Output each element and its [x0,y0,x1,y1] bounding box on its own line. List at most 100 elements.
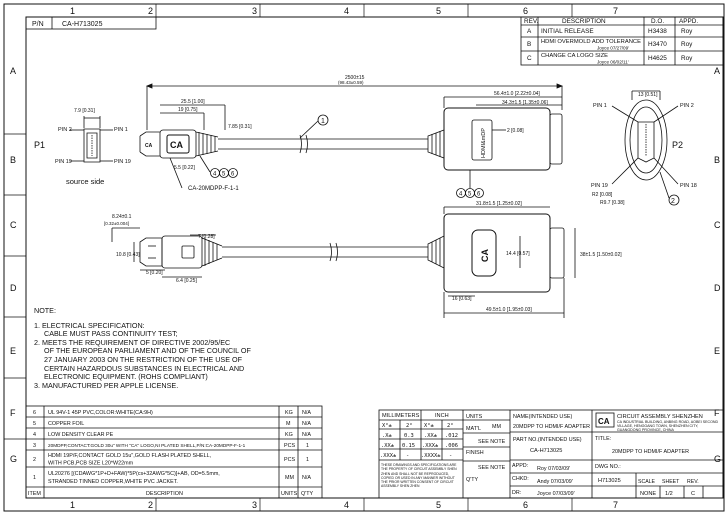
tol-cell: .XXXX± [421,453,441,459]
rev-description: HDMI OVERMOLD ADD TOLERANCE [541,39,641,45]
grid-ticks [4,4,724,511]
tb-title-value: 20MDPP TO HDMI/F ADAPTER [612,449,689,455]
title-block-grid [378,409,724,499]
tb-appd-value: Roy 07/03/09' [537,466,570,472]
company-logo: CA [598,417,610,426]
adapter-text: HDMI&mDP [481,128,487,158]
dim-label: 34.3±1.5 [1.35±0.06] [502,100,548,106]
rev-appd: Roy [681,41,693,48]
dim-label: 10.8 [0.43] [116,252,140,258]
dim-label: 7.9 [0.31] [74,108,95,114]
bom-desc: HDMI 19P/F,CONTACT GOLD 15u",GOLD FLASH … [48,453,212,459]
note-line: CABLE MUST PASS CONTINUITY TEST; [44,329,178,339]
rev-do: H3438 [648,28,667,35]
rev-letter: C [527,55,532,62]
dim-label: R2 [0.08] [592,192,613,198]
col-label: 3 [252,500,257,510]
p2-end-view [611,90,680,206]
col-label: 5 [436,500,441,510]
callout-bubble [474,188,484,198]
rev-header: APPD. [679,18,698,25]
hdmi-mdp-label-plate [471,119,493,161]
company-logo-box [595,412,615,428]
bom-desc: STRANDED TINNED COPPER,WHITE PVC JACKET. [48,479,178,485]
dim-label: 38±1.5 [1.50±0.02] [580,252,622,258]
row-label: A [10,66,16,76]
bom-desc: 20MDPP,CONTACT:GOLD 30u" WITH "CA" LOGO,… [48,443,246,448]
row-label: E [10,346,16,356]
side-view [111,206,576,318]
bom-header: Q'TY [301,491,314,497]
callout-number: 1 [321,118,325,125]
revision-table [520,16,724,66]
notes-block: NOTE: 1. ELECTRICAL SPECIFICATION: CABLE… [34,306,294,390]
ca-logo-mark [166,134,190,154]
mdp-plug-side [139,237,163,267]
rev-do: H3470 [648,41,667,48]
rev-description: INITIAL RELEASE [541,28,594,35]
dim-label: 5.5 [0.22] [174,165,195,171]
bom-units: PCS [284,457,295,463]
tol-cell: - [406,453,409,459]
tb-chkd-label: CHKD: [512,476,529,482]
dim-label: 7 [0.28] [198,234,215,240]
tol-cell: .XXX± [380,453,397,459]
source-side-label: source side [66,177,104,186]
bom-units: MM [285,475,294,481]
strain-relief-left [195,131,219,157]
col-label: 4 [344,500,349,510]
col-label: 5 [436,6,441,16]
row-label: C [714,220,721,230]
callout-number: 4 [213,172,217,178]
hdmi-shell-side [549,227,565,279]
pn-value: CA-H713025 [62,21,103,28]
tol-cell: .XX± [424,433,438,439]
bom-units: PCS [284,443,295,449]
col-label: 1 [70,6,75,16]
company-address: CA INDUSTRIAL BUILDING, ANBING ROAD, AOB… [617,420,719,433]
rev-sub: Joyce 06/02/11' [597,60,629,65]
tb-dwg-value: H713025 [598,478,621,484]
tb-title-label: TITLE: [595,436,611,442]
row-label: A [714,66,720,76]
row-label: C [10,220,17,230]
note-line: 2. MEETS THE REQUIREMENT OF DIRECTIVE 20… [34,337,231,347]
tb-rev-label: REV. [687,479,699,485]
rev-letter: A [527,28,532,35]
bom-units: M [286,421,291,427]
tb-dr-value: Joyce 07/03/09' [537,491,575,497]
inner-border [25,16,724,499]
row-label: D [714,283,721,293]
col-label: 7 [613,500,618,510]
dim-label: 5 [0.20] [146,270,163,276]
hdmi-housing-side [443,213,551,293]
callout-bubble [228,168,238,178]
row-label: B [714,155,720,165]
tol-cell: 2° [447,423,454,429]
dim-label: 56.4±1.0 [2.22±0.04] [494,91,540,97]
row-label: F [714,408,720,418]
rev-letter: B [527,41,531,48]
col-label: 7 [613,6,618,16]
tb-mm-label: MILLIMETERS [382,413,420,419]
col-label: 2 [148,500,153,510]
mdp-plug-tip [139,131,160,157]
tb-qty-label: Q'TY [466,477,479,483]
callout-number: 4 [459,192,463,198]
bom-qty: N/A [302,432,311,438]
callout-bubble [317,114,329,126]
company-name: CIRCUIT ASSEMBLY SHENZHEN [617,414,703,420]
pn-label: P/N [32,21,44,28]
note-line: 1. ELECTRICAL SPECIFICATION: [34,320,145,330]
part-label: CA-20MDPP-F-1-1 [188,186,239,192]
bom-item: 4 [33,432,36,438]
overall-length-inch: (98.43±0.59) [338,80,364,85]
col-label: 4 [344,6,349,16]
bom-desc: COPPER FOIL [48,421,84,427]
dim-label: 31.8±1.5 [1.25±0.02] [476,201,522,207]
bom-item: 5 [33,421,36,427]
notes-title: NOTE: [34,306,56,315]
tb-sheet-value: 1/2 [665,491,673,497]
col-label: 1 [70,500,75,510]
